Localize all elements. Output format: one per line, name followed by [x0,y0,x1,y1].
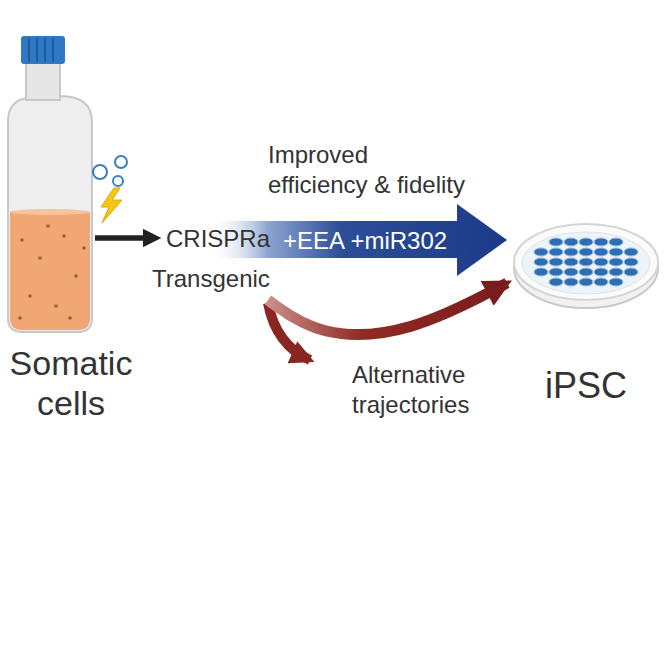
ipsc-colony [549,238,563,246]
ipsc-colony [564,238,578,246]
bubble [115,156,127,168]
ipsc-colony [564,268,578,276]
trunk-line [95,236,145,241]
culture-dish [514,224,658,308]
edge-label: +EEA +miR302 [283,226,447,256]
cell-dot [54,304,58,308]
ipsc-colony [609,258,623,266]
flask-neck [26,62,60,100]
ipsc-colony [609,238,623,246]
ipsc-colony [579,258,593,266]
cell-dot [62,234,66,238]
ipsc-colony [624,248,638,256]
flask-illustration [8,36,92,332]
ipsc-colony [564,278,578,286]
flask-cap [21,36,65,64]
trunk-head [143,229,161,247]
cells-in-medium [18,224,86,320]
ipsc-colony [549,278,563,286]
ipsc-colony [624,258,638,266]
culture-medium [10,212,90,330]
cap-ridge [44,38,46,62]
flask-body [8,96,92,332]
ipsc-colonies [534,238,638,286]
ipsc-colony [549,268,563,276]
ipsc-colony [609,268,623,276]
ipsc-colony [534,248,548,256]
ipsc-colony [594,278,608,286]
ipsc-colony [624,268,638,276]
ipsc-colony [594,248,608,256]
electroporation-bolt [101,188,122,223]
ipsc-colony [594,268,608,276]
ipsc-colony [579,248,593,256]
node-label: iPSC [510,365,662,407]
trunk-line [95,236,145,241]
ipsc-colony [594,258,608,266]
node-label: Somatic cells [0,343,142,423]
flask-node: Somatic cells [2,30,95,335]
ipsc-colony [564,258,578,266]
cell-dot [74,274,78,278]
trunk-head [143,229,161,247]
benefit-note: Improved efficiency & fidelity [268,140,470,200]
bubble [93,165,107,179]
dish-rim [514,224,658,300]
cap-ridge [28,38,30,62]
reagent-bubbles [93,156,127,186]
dish-node: iPSC [510,215,662,315]
ipsc-colony [609,248,623,256]
cell-dot [28,294,32,298]
method-label: Transgenic [152,264,282,294]
ipsc-colony [579,238,593,246]
method-label: CRISPRa [166,224,296,254]
bubble [113,176,123,186]
dish-well [522,232,650,294]
ipsc-colony [594,238,608,246]
cell-dot [38,256,42,260]
cell-dot [20,238,24,242]
cell-dot [82,246,86,250]
ipsc-colony [579,268,593,276]
cap-ridge [36,38,38,62]
ipsc-colony [564,248,578,256]
ipsc-colony [549,248,563,256]
medium-surface [10,209,90,215]
ipsc-colony [609,278,623,286]
ipsc-colony [534,268,548,276]
cap-ridge [52,38,54,62]
ipsc-colony [549,258,563,266]
ipsc-colony [579,278,593,286]
transgenic-route-arrow [268,283,507,334]
cell-dot [68,316,72,320]
ipsc-colony [534,258,548,266]
cell-dot [46,224,50,228]
cell-dot [18,316,22,320]
outcome-label: Alternative trajectories [352,360,487,420]
